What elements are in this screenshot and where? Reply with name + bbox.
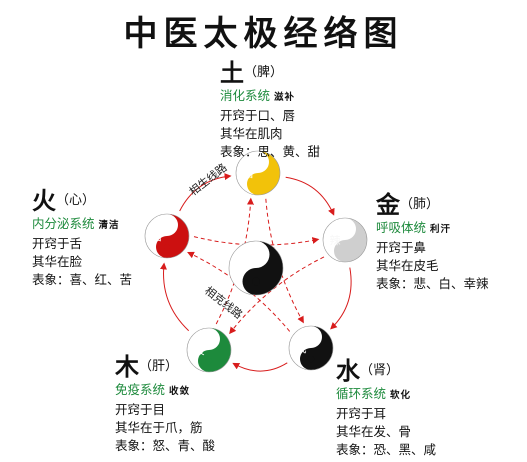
water-line-2: 其华在发、骨 bbox=[336, 424, 412, 439]
fire-taste-label: 苦 bbox=[152, 230, 163, 243]
generating-route-label: 相生线路 bbox=[186, 160, 229, 198]
fire-line-2: 其华在脸 bbox=[32, 254, 83, 269]
wood-element: 木 bbox=[115, 353, 139, 381]
earth-function: 滋补 bbox=[274, 92, 296, 103]
water-taiji-node: 咸 bbox=[288, 325, 334, 371]
wood-line-2: 其华在于爪，筋 bbox=[115, 420, 203, 435]
center-yinyang bbox=[228, 240, 284, 296]
metal-line-2: 其华在皮毛 bbox=[376, 258, 439, 273]
generating-arrow-wood-to-fire bbox=[159, 262, 190, 332]
fire-system: 内分泌系统 bbox=[32, 216, 95, 231]
earth-line-3: 表象：思、黄、甜 bbox=[220, 144, 321, 159]
fire-line-3: 表象：喜、红、苦 bbox=[32, 272, 133, 287]
fire-function: 清洁 bbox=[98, 220, 120, 231]
wood-organ: （肝） bbox=[139, 359, 179, 374]
earth-organ: （脾） bbox=[244, 65, 284, 80]
earth-taiji-node: 甜 bbox=[235, 150, 281, 196]
metal-info: 金（肺） 呼吸体统利汗 开窍于鼻 其华在皮毛 表象：悲、白、幸辣 bbox=[376, 190, 489, 293]
water-info: 水（肾） 循环系统软化 开窍于耳 其华在发、骨 表象：恐、黑、咸 bbox=[336, 356, 436, 459]
wood-line-1: 开窍于目 bbox=[115, 402, 166, 417]
fire-info: 火（心） 内分泌系统清洁 开窍于舌 其华在脸 表象：喜、红、苦 bbox=[32, 186, 132, 289]
metal-function: 利汗 bbox=[430, 224, 452, 235]
wood-function: 收敛 bbox=[169, 386, 191, 397]
restraining-arrow-metal-to-wood bbox=[229, 256, 325, 335]
metal-element: 金 bbox=[376, 191, 400, 219]
metal-line-3: 表象：悲、白、幸辣 bbox=[376, 276, 489, 291]
earth-line-1: 开窍于口、唇 bbox=[220, 108, 296, 123]
water-organ: （肾） bbox=[360, 363, 400, 378]
generating-arrow-water-to-wood bbox=[232, 362, 288, 372]
wood-info: 木（肝） 免疫系统收敛 开窍于目 其华在于爪，筋 表象：怒、青、酸 bbox=[115, 352, 215, 455]
earth-info: 土（脾） 消化系统滋补 开窍于口、唇 其华在肌肉 表象：思、黄、甜 bbox=[220, 58, 320, 161]
earth-element: 土 bbox=[220, 59, 244, 87]
water-element: 水 bbox=[336, 357, 360, 385]
generating-arrow-earth-to-metal bbox=[285, 176, 335, 216]
taiji-nodes: 甜辣咸 酸 苦 bbox=[144, 150, 368, 373]
metal-taiji-node: 辣 bbox=[322, 217, 368, 263]
water-taste-label: 咸 bbox=[296, 342, 307, 355]
wood-line-3: 表象：怒、青、酸 bbox=[115, 438, 216, 453]
earth-system: 消化系统 bbox=[220, 88, 271, 103]
metal-line-1: 开窍于鼻 bbox=[376, 240, 427, 255]
fire-element: 火 bbox=[32, 187, 56, 215]
fire-taiji-node: 苦 bbox=[144, 213, 190, 259]
fire-organ: （心） bbox=[56, 193, 96, 208]
water-system: 循环系统 bbox=[336, 386, 387, 401]
wood-taste-label: 酸 bbox=[194, 343, 205, 357]
earth-taste-label: 甜 bbox=[243, 167, 254, 180]
wood-taiji-node: 酸 bbox=[186, 327, 232, 373]
wood-system: 免疫系统 bbox=[115, 382, 166, 397]
metal-system: 呼吸体统 bbox=[376, 220, 427, 235]
page-title: 中医太极经络图 bbox=[123, 14, 404, 54]
metal-taste-label: 辣 bbox=[330, 233, 341, 247]
generating-arrow-metal-to-water bbox=[330, 267, 352, 330]
generating-arrows bbox=[159, 173, 352, 372]
water-line-3: 表象：恐、黑、咸 bbox=[336, 442, 437, 457]
earth-line-2: 其华在肌肉 bbox=[220, 126, 283, 141]
center-taiji-symbol bbox=[228, 240, 284, 296]
metal-organ: （肺） bbox=[400, 197, 440, 212]
fire-line-1: 开窍于舌 bbox=[32, 236, 83, 251]
generating-arrow-fire-to-earth bbox=[179, 173, 232, 212]
water-function: 软化 bbox=[390, 390, 412, 401]
water-line-1: 开窍于耳 bbox=[336, 406, 387, 421]
